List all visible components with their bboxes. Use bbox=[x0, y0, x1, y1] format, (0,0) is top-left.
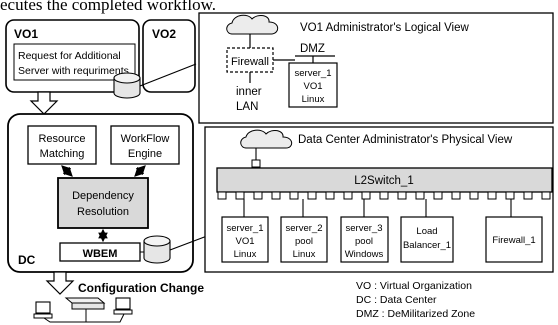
inner-lan-line-1: inner bbox=[236, 86, 262, 98]
node-server-3: server_3 pool Windows bbox=[340, 199, 389, 263]
physical-view-link bbox=[169, 235, 208, 251]
switch-port bbox=[271, 191, 281, 200]
logical-view-title: VO1 Administrator's Logical View bbox=[300, 22, 470, 34]
node-load-balancer-line-1: Load bbox=[416, 226, 437, 237]
switch-port bbox=[361, 191, 371, 200]
switch-port bbox=[523, 191, 533, 200]
legend-item-dc: DC : Data Center bbox=[356, 294, 437, 306]
switch-port bbox=[289, 191, 299, 200]
node-server-3-line-1: server_3 bbox=[346, 223, 383, 234]
switch-port bbox=[469, 191, 479, 200]
l2switch-label: L2Switch_1 bbox=[354, 175, 413, 187]
request-line-1: Request for Additional bbox=[18, 50, 121, 62]
network-links bbox=[43, 309, 125, 323]
workflow-engine-line-2: Engine bbox=[128, 148, 162, 160]
configuration-change-label: Configuration Change bbox=[78, 281, 204, 295]
logical-server-line-3: Linux bbox=[302, 94, 325, 105]
request-line-2: Server with requriments bbox=[18, 65, 129, 77]
switch-port bbox=[343, 191, 353, 200]
workflow-engine-line-1: WorkFlow bbox=[121, 133, 170, 145]
node-server-2-line-2: pool bbox=[295, 236, 313, 247]
switch-port bbox=[487, 191, 497, 200]
computer-icon-right bbox=[113, 297, 133, 315]
switch-port bbox=[505, 191, 515, 200]
node-server-1-line-2: VO1 bbox=[235, 236, 254, 247]
dependency-resolution-box bbox=[57, 177, 149, 229]
node-server-3-line-2: pool bbox=[355, 236, 373, 247]
node-firewall-line-1: Firewall_1 bbox=[492, 235, 535, 246]
switch-port bbox=[379, 191, 389, 200]
config-change-arrow bbox=[45, 271, 75, 295]
node-firewall: Firewall_1 bbox=[485, 199, 543, 263]
inner-lan-line-2: LAN bbox=[236, 101, 258, 113]
resource-to-dependency-arrow bbox=[61, 165, 73, 177]
caption-fragment: ecutes the completed workflow. bbox=[0, 0, 216, 14]
dmz-label: DMZ bbox=[300, 43, 325, 55]
dependency-resolution-line-2: Resolution bbox=[77, 206, 129, 218]
uplink-port bbox=[251, 159, 261, 168]
switch-port bbox=[541, 191, 551, 200]
switch-device-icon bbox=[64, 297, 106, 310]
legend-item-vo: VO : Virtual Organization bbox=[356, 280, 472, 292]
switch-port bbox=[397, 191, 407, 200]
node-load-balancer: Load Balancer_1 bbox=[400, 199, 454, 263]
physical-view-title: Data Center Administrator's Physical Vie… bbox=[298, 134, 513, 146]
wbem-database-icon bbox=[143, 235, 171, 264]
dc-label: DC bbox=[18, 253, 36, 267]
computer-icon-left bbox=[33, 301, 53, 319]
request-flow-arrow bbox=[29, 91, 59, 115]
node-server-2: server_2 pool Linux bbox=[280, 199, 328, 263]
node-load-balancer-line-2: Balancer_1 bbox=[403, 240, 451, 251]
vo1-title: VO1 bbox=[14, 27, 38, 41]
resource-matching-line-1: Resource bbox=[38, 133, 85, 145]
node-server-1-line-1: server_1 bbox=[227, 223, 264, 234]
internet-cloud-icon bbox=[226, 14, 279, 35]
logical-server-box bbox=[288, 62, 338, 108]
logical-server-line-1: server_1 bbox=[295, 68, 332, 79]
request-box bbox=[13, 43, 136, 81]
switch-port bbox=[325, 191, 335, 200]
switch-port bbox=[307, 191, 317, 200]
vo2-title: VO2 bbox=[152, 27, 176, 41]
node-server-1: server_1 VO1 Linux bbox=[221, 199, 269, 263]
switch-ports bbox=[217, 191, 551, 200]
request-database-icon bbox=[113, 72, 141, 99]
logical-server-line-2: VO1 bbox=[303, 81, 322, 92]
l2switch-bar bbox=[216, 167, 553, 193]
wbem-label: WBEM bbox=[83, 248, 118, 260]
workflow-to-dependency-arrow bbox=[134, 165, 146, 177]
resource-matching-box bbox=[27, 125, 97, 165]
legend-item-dmz: DMZ : DeMilitarized Zone bbox=[356, 308, 475, 320]
vo2-box bbox=[142, 19, 196, 93]
resource-matching-line-2: Matching bbox=[40, 148, 85, 160]
logical-firewall-box bbox=[226, 47, 274, 73]
node-server-3-line-3: Windows bbox=[345, 249, 384, 260]
node-server-2-line-3: Linux bbox=[293, 249, 316, 260]
switch-port bbox=[253, 191, 263, 200]
switch-port bbox=[217, 191, 227, 200]
switch-port bbox=[433, 191, 443, 200]
logical-view-link bbox=[139, 63, 197, 87]
workflow-engine-box bbox=[110, 125, 180, 165]
node-server-1-line-3: Linux bbox=[234, 249, 257, 260]
physical-internet-cloud-icon bbox=[240, 129, 293, 149]
dependency-resolution-line-1: Dependency bbox=[72, 190, 134, 202]
switch-port bbox=[415, 191, 425, 200]
switch-port bbox=[235, 191, 245, 200]
switch-port bbox=[451, 191, 461, 200]
node-server-2-line-1: server_2 bbox=[286, 223, 323, 234]
logical-firewall-label: Firewall bbox=[231, 56, 269, 68]
